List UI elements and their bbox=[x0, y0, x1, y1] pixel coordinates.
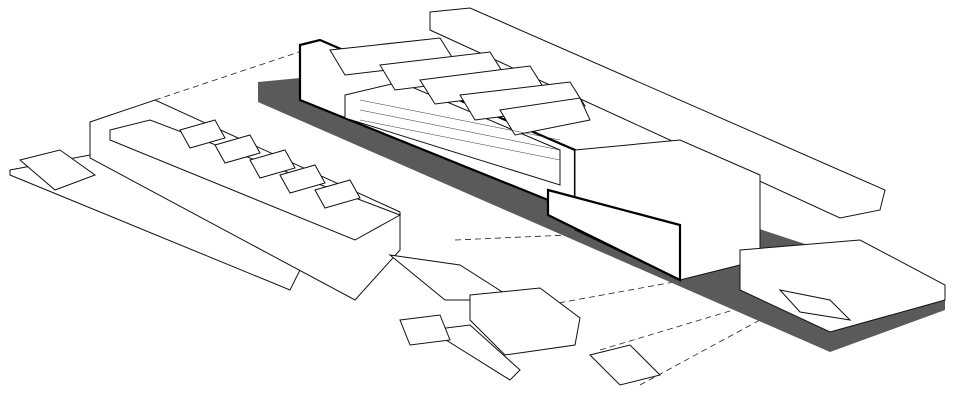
annex-sawtooth bbox=[179, 119, 361, 209]
ramp bbox=[428, 324, 521, 381]
pavilion bbox=[469, 287, 581, 356]
stair-detached bbox=[589, 344, 661, 386]
stair-south bbox=[399, 314, 451, 346]
annex-building bbox=[9, 99, 661, 386]
terrace bbox=[739, 239, 946, 333]
annex-roof bbox=[109, 119, 402, 241]
main-building-sectioned bbox=[258, 7, 946, 352]
roof-slab bbox=[429, 7, 886, 219]
stair-east bbox=[778, 289, 852, 321]
sawtooth-roof bbox=[329, 37, 591, 136]
lower-section bbox=[546, 188, 682, 282]
hatch-lines bbox=[359, 99, 561, 161]
ground-plane bbox=[9, 154, 301, 291]
stair-west bbox=[18, 149, 97, 191]
